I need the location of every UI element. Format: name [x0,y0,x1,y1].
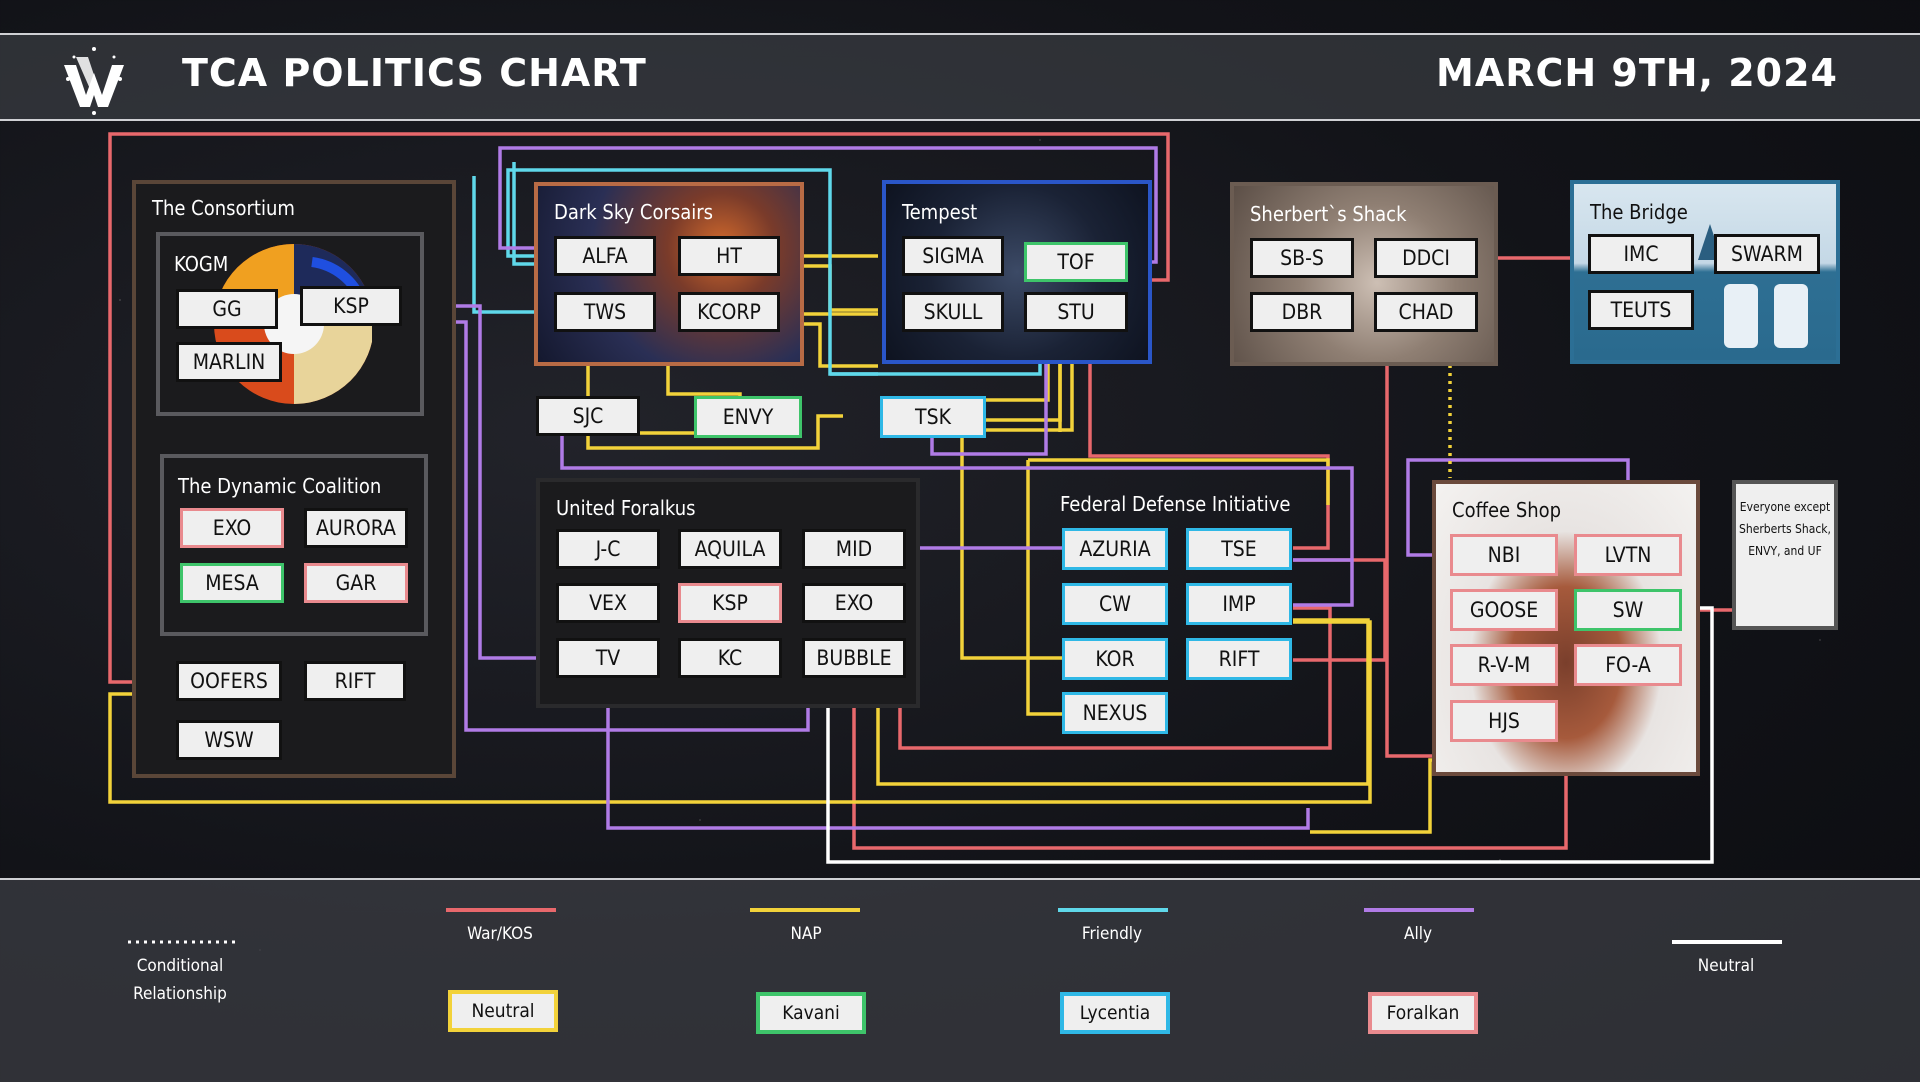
nap-line [1310,758,1452,834]
fdi-box-tse: TSE [1186,528,1292,570]
exception-note: Everyone except Sherberts Shack, ENVY, a… [1732,480,1838,630]
coffee-title: Coffee Shop [1452,498,1562,522]
dynamic-coalition-title: The Dynamic Coalition [178,474,382,498]
bridge-title: The Bridge [1590,200,1688,224]
bridge-box-imc: IMC [1588,234,1694,274]
tempest-box-tof: TOF [1024,242,1128,282]
neutral-line [826,606,1714,864]
nap-line [986,335,1074,432]
consortium-box-rift: RIFT [304,661,406,701]
bridge-box-teuts: TEUTS [1588,290,1694,330]
dsc-box-tws: TWS [554,292,656,332]
dsc-title: Dark Sky Corsairs [554,200,714,224]
sherbert-box-chad: CHAD [1374,292,1478,332]
legend-neutral-label: Neutral [1697,956,1755,976]
independent-box-sjc: SJC [536,396,640,436]
nap-line [108,620,1372,804]
legend-friendly-label: Friendly [1081,924,1143,944]
foralkus-box-vex: VEX [556,583,660,623]
independent-box-tsk: TSK [880,396,986,438]
legend-ally-label: Ally [1403,924,1432,944]
fdi-box-rift: RIFT [1186,638,1292,680]
sherbert-box-ddci: DDCI [1374,238,1478,278]
dynamic-box-exo: EXO [180,508,284,548]
coffee-box-nbi: NBI [1450,534,1558,576]
legend-box-lycentia: Lycentia [1060,992,1170,1034]
fdi-box-cw: CW [1062,583,1168,625]
foralkus-box-kc: KC [678,638,782,678]
legend-swatches [128,908,1782,944]
nap-line [1028,458,1330,505]
ally-line [930,335,1048,456]
sherbert-box-sb-s: SB-S [1250,238,1354,278]
fdi-box-azuria: AZURIA [1062,528,1168,570]
coffee-box-r-v-m: R-V-M [1450,644,1558,686]
war-line [108,132,1170,684]
tca-logo-icon [64,47,124,115]
fdi-box-kor: KOR [1062,638,1168,680]
nap-line [876,618,1370,786]
foralkus-box-tv: TV [556,638,660,678]
legend-war-label: War/KOS [467,924,533,944]
foralkus-box-exo: EXO [802,583,906,623]
foralkus-box-mid: MID [802,529,906,569]
consortium-title: The Consortium [152,196,295,220]
fdi-box-nexus: NEXUS [1062,692,1168,734]
friendly-line [472,176,554,314]
war-line [852,680,1568,850]
foralkus-title: United Foralkus [556,496,696,520]
foralkus-box-ksp: KSP [678,583,782,623]
kogm-box-marlin: MARLIN [176,342,282,382]
ally-line [560,434,1354,607]
foralkus-box-aquila: AQUILA [678,529,782,569]
legend-box-neutral: Neutral [448,990,558,1032]
tempest-box-sigma: SIGMA [902,236,1004,276]
fdi-box-imp: IMP [1186,583,1292,625]
dsc-box-alfa: ALFA [554,236,656,276]
nap-line [960,430,1064,660]
header-bar: TCA POLITICS CHART MARCH 9TH, 2024 [0,33,1920,121]
legend-box-kavani: Kavani [756,992,866,1034]
coffee-box-fo-a: FO-A [1574,644,1682,686]
war-line [898,606,1332,750]
coffee-box-hjs: HJS [1450,700,1558,742]
foralkus-box-j-c: J-C [556,529,660,569]
war-line [1385,360,1450,758]
consortium-box-wsw: WSW [176,720,282,760]
dynamic-box-gar: GAR [304,563,408,603]
bridge-arch-shape [1724,284,1758,348]
dynamic-box-mesa: MESA [180,563,284,603]
coffee-box-goose: GOOSE [1450,589,1558,631]
legend-conditional-label: Conditional Relationship [133,956,227,1004]
bridge-arch-shape [1774,284,1808,348]
ally-line [606,680,1310,830]
bridge-box-swarm: SWARM [1714,234,1820,274]
dynamic-box-aurora: AURORA [304,508,408,548]
independent-box-envy: ENVY [694,396,802,438]
legend-footer: Conditional Relationship War/KOS NAP Fri… [0,878,1920,1082]
dsc-box-kcorp: KCORP [678,292,780,332]
nap-line [1026,460,1064,716]
foralkus-box-bubble: BUBBLE [802,638,906,678]
coffee-box-sw: SW [1574,589,1682,631]
kogm-box-ksp: KSP [300,286,402,326]
sherbert-box-dbr: DBR [1250,292,1354,332]
sherbert-title: Sherbert`s Shack [1250,202,1407,226]
legend-nap-label: NAP [790,924,822,944]
kogm-title: KOGM [174,252,229,276]
coffee-box-lvtn: LVTN [1574,534,1682,576]
fdi-title: Federal Defense Initiative [1060,492,1291,516]
dsc-box-ht: HT [678,236,780,276]
tempest-box-stu: STU [1024,292,1128,332]
war-line [1088,335,1330,550]
page-title: TCA POLITICS CHART [182,51,647,95]
legend-box-foralkan: Foralkan [1368,992,1478,1034]
tempest-title: Tempest [902,200,978,224]
chart-date: MARCH 9TH, 2024 [1436,51,1838,95]
tempest-box-skull: SKULL [902,292,1004,332]
kogm-box-gg: GG [176,289,278,329]
consortium-box-oofers: OOFERS [176,661,282,701]
